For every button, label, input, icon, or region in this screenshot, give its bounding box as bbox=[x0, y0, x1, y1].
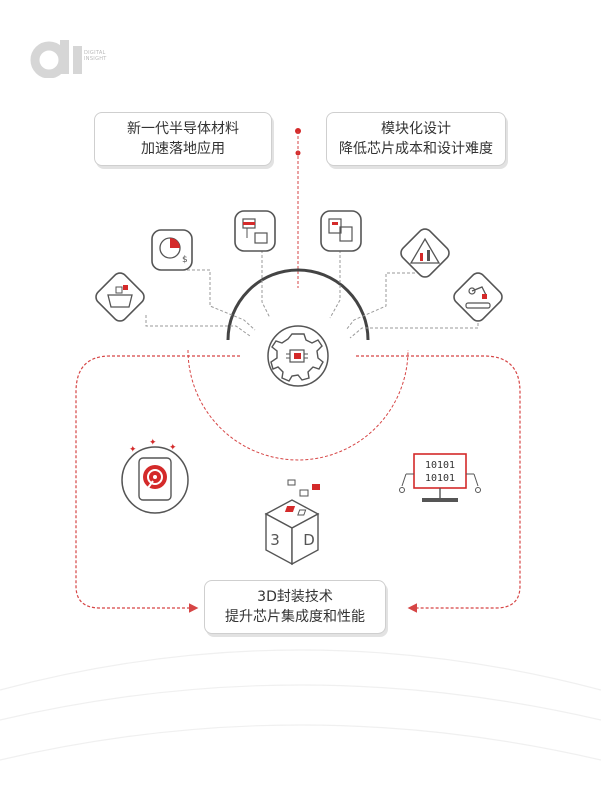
svg-text:✦: ✦ bbox=[129, 445, 137, 455]
svg-text:✦: ✦ bbox=[169, 443, 177, 453]
logo-mark-icon bbox=[30, 40, 82, 78]
robot-arm-icon bbox=[453, 272, 503, 322]
monitor-binary-icon bbox=[399, 453, 481, 502]
register-icon bbox=[234, 210, 276, 252]
basket-icon bbox=[95, 272, 145, 322]
gear-top-arc bbox=[226, 268, 370, 341]
svg-text:$: $ bbox=[182, 255, 188, 265]
materials-line-1: 新一代半导体材料 bbox=[127, 121, 239, 137]
binary-row-1: 10101 bbox=[425, 460, 455, 471]
hard-disk-icon: ✦ ✦ ✦ bbox=[121, 438, 189, 514]
gear-chip-icon bbox=[267, 325, 329, 387]
svg-text:✦: ✦ bbox=[149, 438, 157, 448]
top-center-connector bbox=[295, 128, 301, 288]
materials-line-2: 加速落地应用 bbox=[141, 141, 225, 157]
warning-factory-icon bbox=[400, 228, 450, 278]
modular-label-box: 模块化设计 降低芯片成本和设计难度 bbox=[326, 112, 506, 166]
logo-line-2: INSIGHT bbox=[84, 56, 107, 62]
modular-line-1: 模块化设计 bbox=[381, 121, 451, 137]
icon-connectors bbox=[145, 250, 479, 339]
binary-row-2: 10101 bbox=[425, 473, 455, 484]
logo-text: DIGITAL INSIGHT bbox=[84, 50, 107, 62]
cube-letter-3: 3 bbox=[270, 531, 280, 549]
packaging-loop bbox=[75, 355, 521, 613]
modular-line-2: 降低芯片成本和设计难度 bbox=[339, 141, 493, 157]
packaging-line-2: 提升芯片集成度和性能 bbox=[225, 609, 365, 625]
packaging-label-box: 3D封装技术 提升芯片集成度和性能 bbox=[204, 580, 386, 634]
gear-bottom-arc bbox=[187, 349, 409, 461]
logo-line-1: DIGITAL bbox=[84, 50, 106, 56]
documents-icon bbox=[320, 210, 362, 252]
packaging-line-1: 3D封装技术 bbox=[257, 589, 333, 605]
cube-letter-d: D bbox=[303, 531, 315, 549]
pie-chart-icon: $ bbox=[151, 229, 193, 271]
materials-label-box: 新一代半导体材料 加速落地应用 bbox=[94, 112, 272, 166]
background-arcs bbox=[0, 649, 601, 761]
cube-3d-icon bbox=[264, 479, 320, 566]
